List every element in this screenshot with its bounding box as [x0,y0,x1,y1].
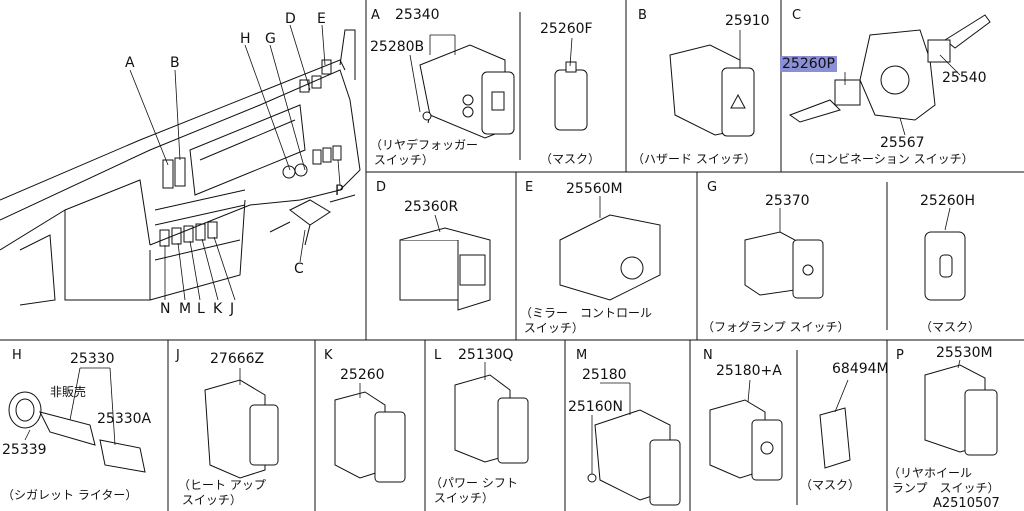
part-number: 25160N [568,399,624,415]
part-number: 25260H [920,193,976,209]
overview-letter-n: N [160,301,171,317]
section-letter-k: K [324,348,333,363]
overview-letter-m: M [179,301,192,317]
part-number: 27666Z [210,351,265,367]
section-caption: （フォグランプ スイッチ） [702,320,850,334]
part-number: 25130Q [458,347,514,363]
overview-letter-b: B [170,55,180,71]
section-caption: （ヒート アップ スイッチ） [178,478,266,507]
overview-letter-j: J [230,301,235,317]
overview-letter-c: C [294,261,304,277]
overview-letter-k: K [213,301,223,317]
part-number: 25330A [97,411,152,427]
section-letter-n: N [703,348,713,363]
section-caption: （マスク） [540,152,601,166]
diagram-code: A2510507 [933,496,1000,511]
section-letter-g: G [707,180,718,195]
not-for-sale-note: 非販売 [50,385,87,399]
part-number: 25260 [340,367,385,383]
part-number: 25560M [566,181,623,197]
section-caption: （ハザード スイッチ） [632,152,756,166]
section-caption: （リヤホイール ランプ スイッチ） [888,466,1000,495]
part-number: 25260F [540,21,593,37]
dashboard-outline [0,29,361,306]
section-letter-b: B [638,8,647,23]
overview-letter-e: E [317,11,326,27]
section-letter-j: J [176,348,180,363]
section-letter-l: L [434,348,442,363]
part-number: 25540 [942,70,987,86]
overview-letter-a: A [125,55,135,71]
overview-letter-g: G [265,31,276,47]
section-caption: （シガレット ライター） [2,488,138,502]
section-letter-c: C [792,8,802,23]
part-number: 25910 [725,13,770,29]
section-letter-a: A [371,8,380,23]
section-caption: （パワー シフト スイッチ） [430,476,518,505]
section-letter-d: D [376,180,387,195]
part-number-highlighted: 25260P [780,56,837,72]
section-letter-m: M [576,348,588,363]
overview-letter-d: D [285,11,296,27]
part-number: 25330 [70,351,115,367]
section-letter-h: H [12,348,22,363]
section-caption: （マスク） [800,478,861,492]
section-caption: （マスク） [920,320,981,334]
part-number: 25180+A [716,363,782,379]
section-caption: （コンビネーション スイッチ） [802,152,974,166]
part-number: 25370 [765,193,810,209]
part-number: 25340 [395,7,440,23]
section-caption: （ミラー コントロール スイッチ） [520,306,653,335]
part-number: 25567 [880,135,925,151]
overview-letter-h: H [240,31,251,47]
section-letter-p: P [896,348,904,363]
section-caption: （リヤデフォッガー スイッチ） [370,138,479,167]
overview-letter-p: P [335,183,344,199]
part-number: 25530M [936,345,993,361]
part-number: 25280B [370,39,425,55]
part-number: 25339 [2,442,47,458]
section-letter-e: E [525,180,534,195]
overview-letter-l: L [197,301,205,317]
part-number: 68494M [832,361,889,377]
part-number: 25180 [582,367,627,383]
part-number: 25360R [404,199,459,215]
